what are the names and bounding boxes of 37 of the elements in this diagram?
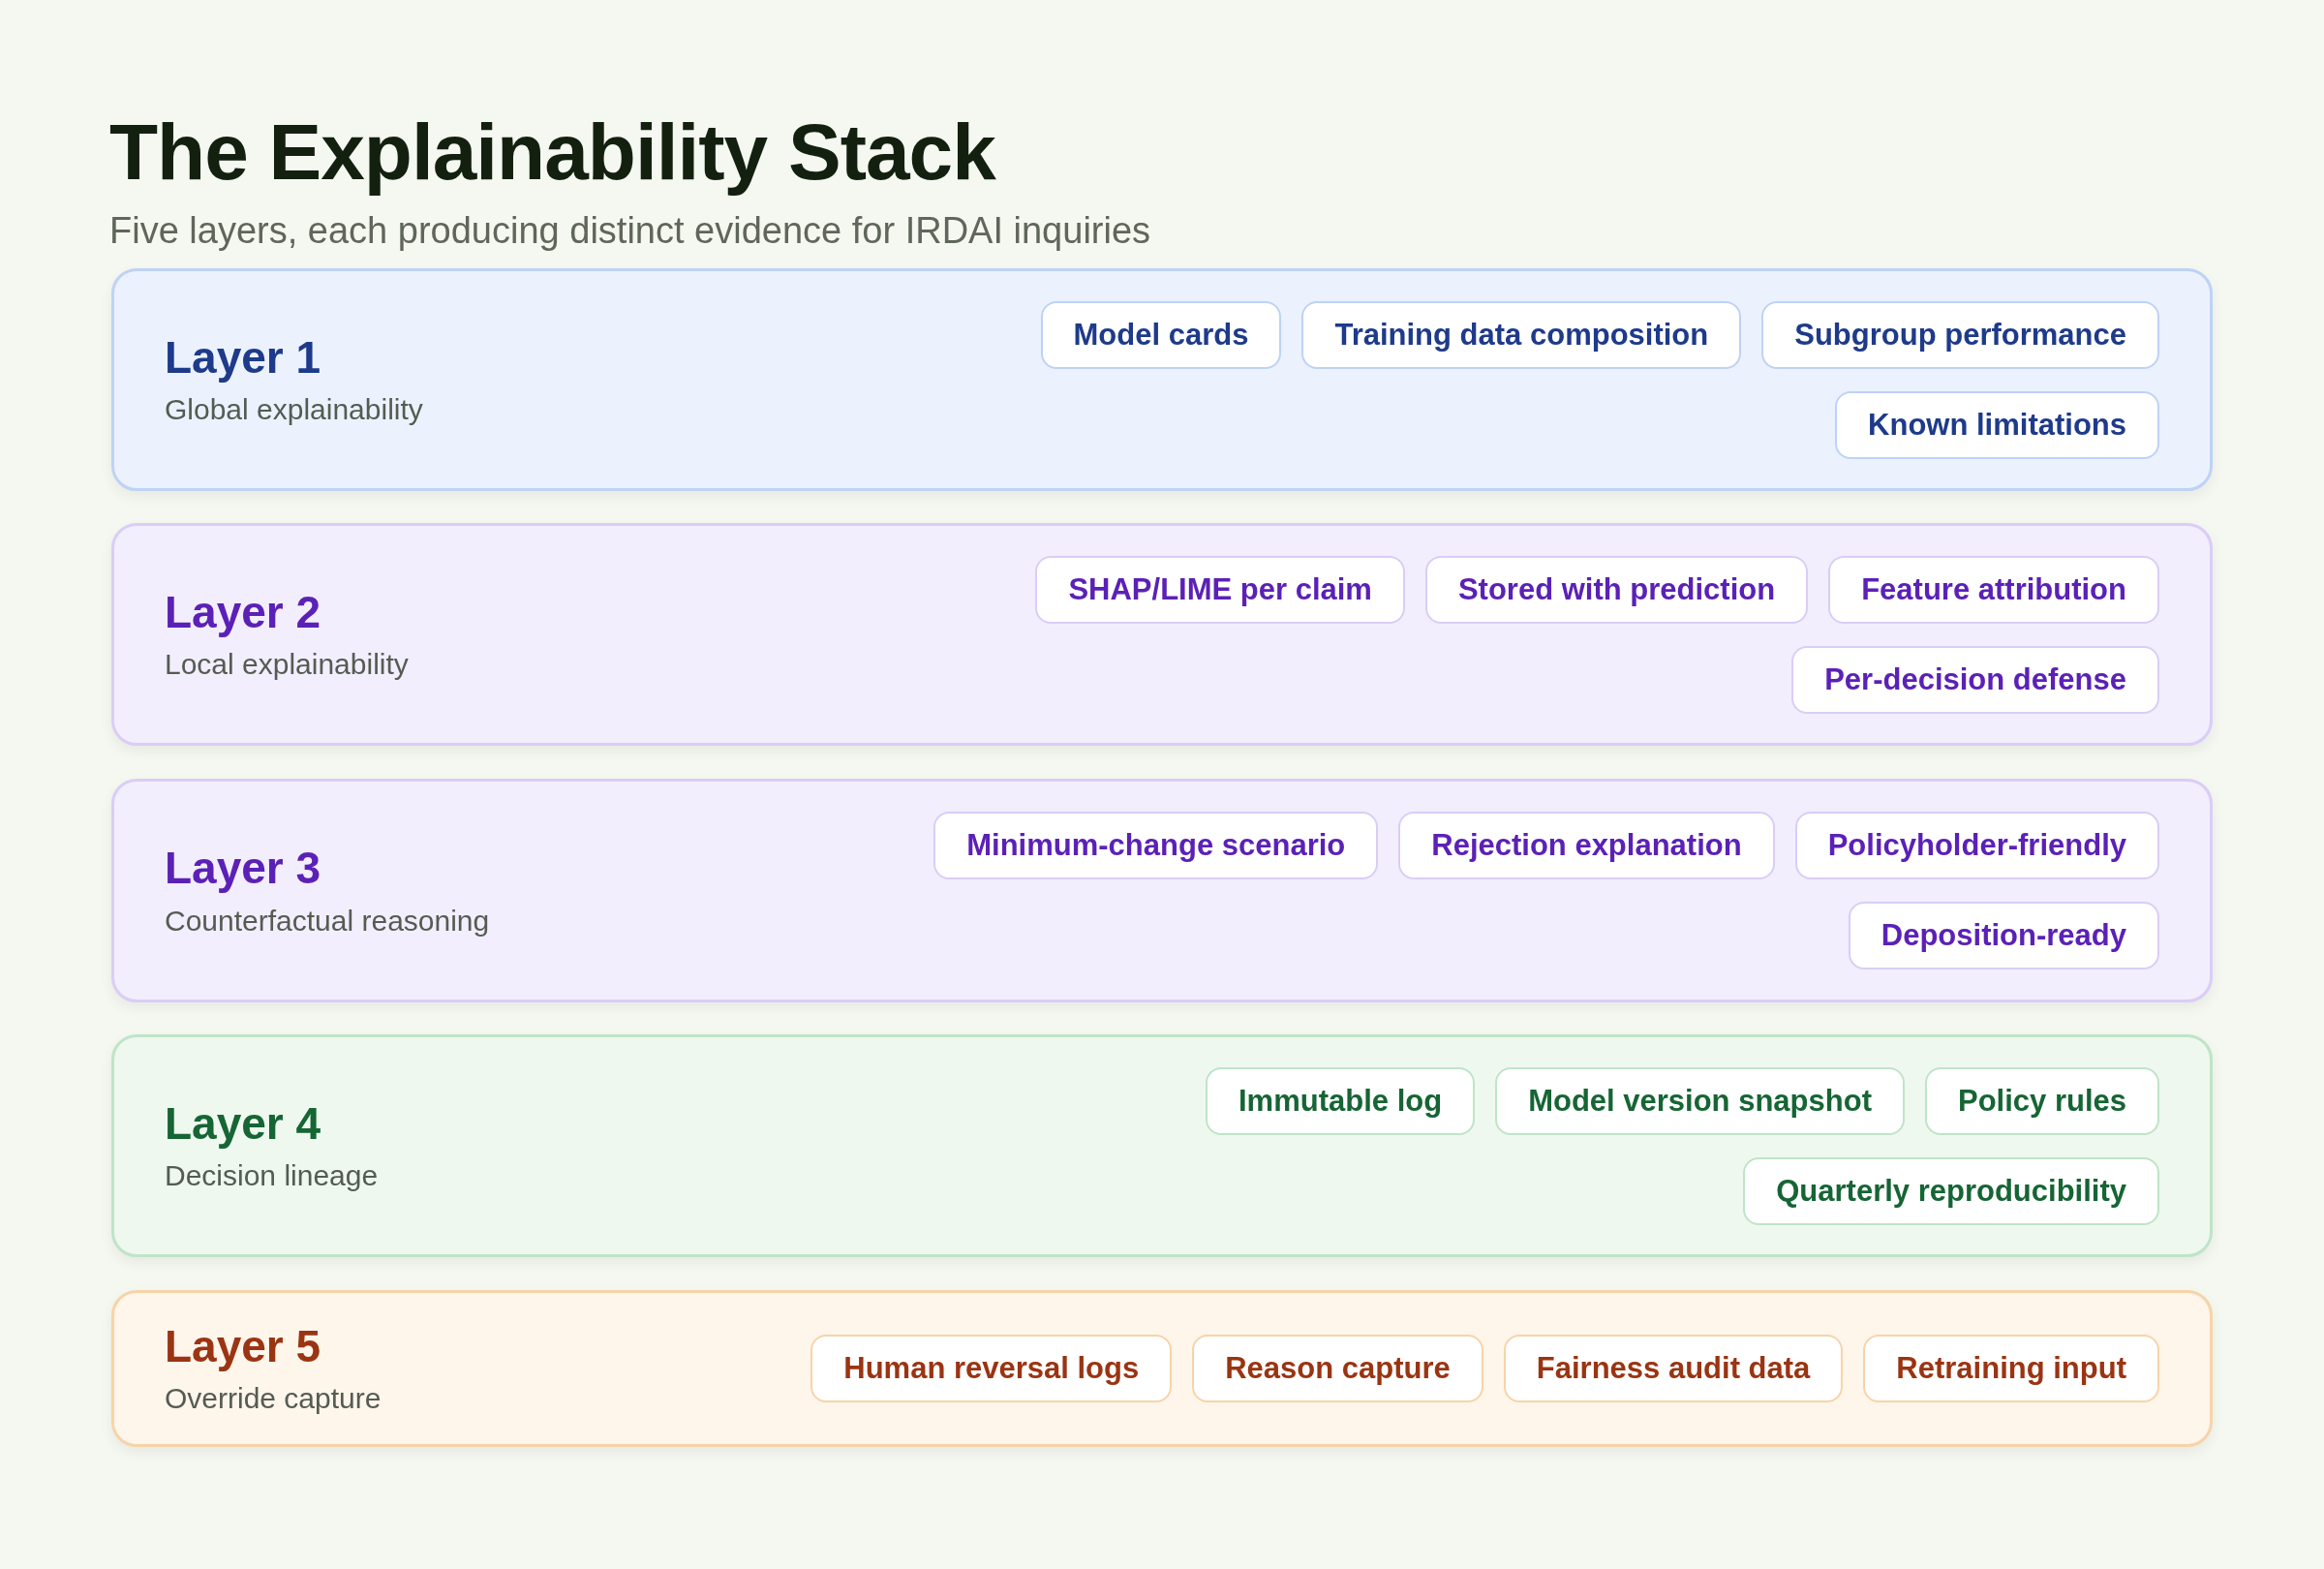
layer-band [111,1034,2213,1257]
evidence-chip: Subgroup performance [1761,300,2159,369]
layer-band [111,268,2213,491]
evidence-chip: Quarterly reproducibility [1743,1156,2159,1225]
evidence-chip: Deposition-ready [1848,902,2159,969]
evidence-chip: Minimum-change scenario [933,812,1379,879]
layer-description: Decision lineage [165,1158,379,1194]
evidence-chip: Stored with prediction [1424,555,1809,624]
diagram-title: The Explainability Stack [109,108,995,197]
layer-band [111,523,2213,746]
evidence-chip: SHAP/LIME per claim [1035,555,1405,624]
evidence-chip: Rejection explanation [1398,812,1775,879]
evidence-chip: Retraining input [1863,1335,2159,1402]
layer-heading: Layer 5 [165,1320,321,1372]
evidence-chip: Feature attribution [1828,555,2159,624]
layer-heading: Layer 1 [165,331,321,384]
evidence-chip: Training data composition [1301,300,1742,369]
layer-description: Counterfactual reasoning [165,903,490,938]
evidence-chip: Reason capture [1192,1335,1483,1402]
layer-heading: Layer 4 [165,1097,321,1150]
layer-description: Override capture [165,1381,382,1417]
evidence-chip: Model version snapshot [1495,1066,1905,1135]
evidence-chip: Human reversal logs [810,1335,1173,1402]
layer-band [111,1290,2213,1447]
evidence-chip: Per-decision defense [1791,645,2159,714]
subtitle: Five layers, each producing distinct evidence for IRDAI inquiries [109,209,1151,253]
layer-description: Local explainability [165,647,409,683]
evidence-chip: Policyholder-friendly [1794,812,2159,879]
layer-description: Global explainability [165,392,423,428]
layer-band [111,779,2213,1002]
evidence-chip: Known limitations [1835,390,2159,459]
layer-heading: Layer 2 [165,586,321,638]
evidence-chip: Immutable log [1206,1066,1476,1135]
evidence-chip: Model cards [1040,300,1282,369]
evidence-chip: Policy rules [1924,1066,2159,1135]
layer-heading: Layer 3 [165,843,321,894]
evidence-chip: Fairness audit data [1503,1335,1844,1402]
